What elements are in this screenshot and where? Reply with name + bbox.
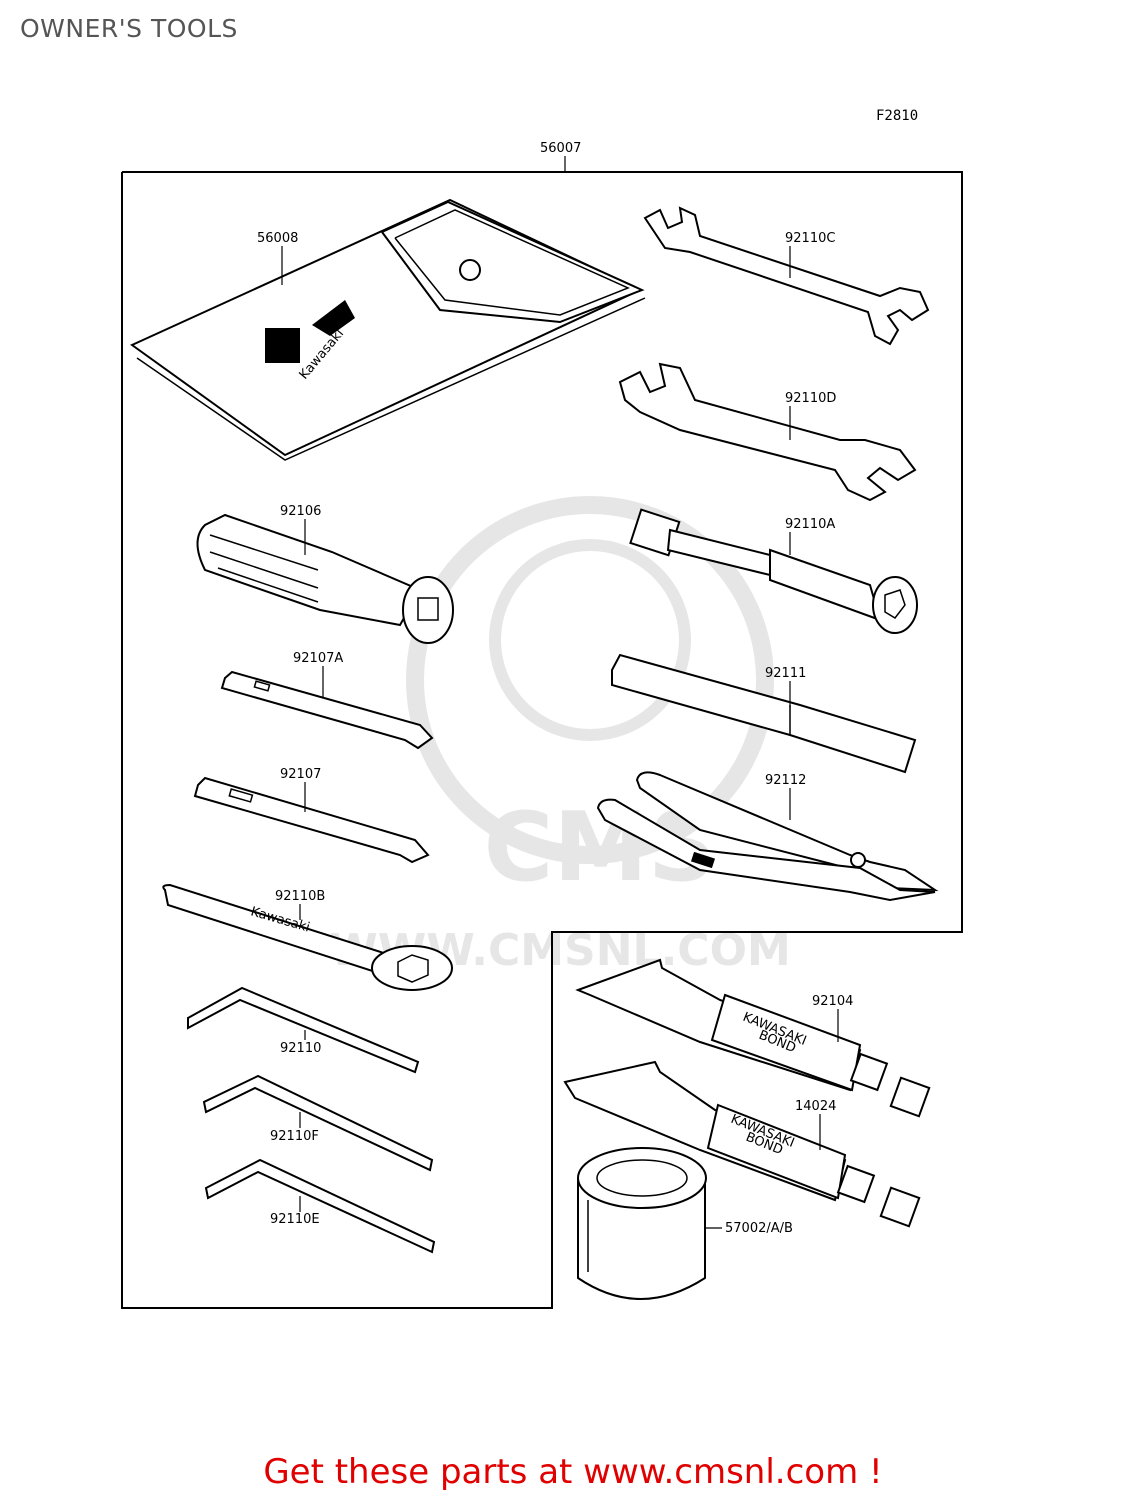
pliers	[596, 771, 939, 902]
part-label-92107a: 92107A	[293, 651, 343, 666]
part-label-92112: 92112	[765, 773, 806, 788]
footer-promo-link[interactable]: Get these parts at www.cmsnl.com !	[263, 1452, 883, 1492]
parts-diagram: CMS WWW.CMSNL.COM F2810 56007 Kawasaki 5…	[121, 108, 963, 1309]
part-label-92110: 92110	[280, 1041, 321, 1056]
page-title: OWNER'S TOOLS	[20, 14, 238, 43]
hex-key-92110f	[202, 1074, 434, 1172]
tool-pouch: Kawasaki	[130, 198, 646, 461]
grease-can	[577, 1147, 707, 1300]
cms-watermark: CMS WWW.CMSNL.COM	[329, 496, 791, 976]
part-label-14024: 14024	[795, 1099, 836, 1114]
plug-wrench	[629, 508, 918, 634]
part-label-92110d: 92110D	[785, 391, 836, 406]
open-wrench-92110d	[618, 362, 917, 502]
kit-frame	[121, 171, 963, 1309]
part-label-92106: 92106	[280, 504, 321, 519]
screwdriver-bit-92107	[193, 776, 430, 864]
part-label-92104: 92104	[812, 994, 853, 1009]
bond-tube-14024: KAWASAKI BOND	[563, 1060, 921, 1228]
part-label-92110c: 92110C	[785, 231, 835, 246]
part-label-92110e: 92110E	[270, 1212, 320, 1227]
bond-tube-92104: KAWASAKI BOND	[575, 958, 931, 1118]
hex-key-92110e	[204, 1158, 436, 1254]
screwdriver-handle	[196, 513, 454, 644]
part-label-92111: 92111	[765, 666, 806, 681]
part-label-57002: 57002/A/B	[725, 1221, 793, 1236]
box-wrench: Kawasaki	[162, 883, 453, 991]
part-label-92110b: 92110B	[275, 889, 325, 904]
screwdriver-bit-92107a	[220, 670, 434, 750]
open-wrench-92110c	[643, 206, 930, 346]
part-label-92110f: 92110F	[270, 1129, 319, 1144]
part-label-92110a: 92110A	[785, 517, 835, 532]
extension-bar	[611, 653, 917, 774]
hex-key-92110	[187, 986, 420, 1074]
part-label-56008: 56008	[257, 231, 298, 246]
part-label-92107: 92107	[280, 767, 321, 782]
part-label-56007: 56007	[540, 141, 581, 156]
figure-code: F2810	[876, 108, 918, 124]
